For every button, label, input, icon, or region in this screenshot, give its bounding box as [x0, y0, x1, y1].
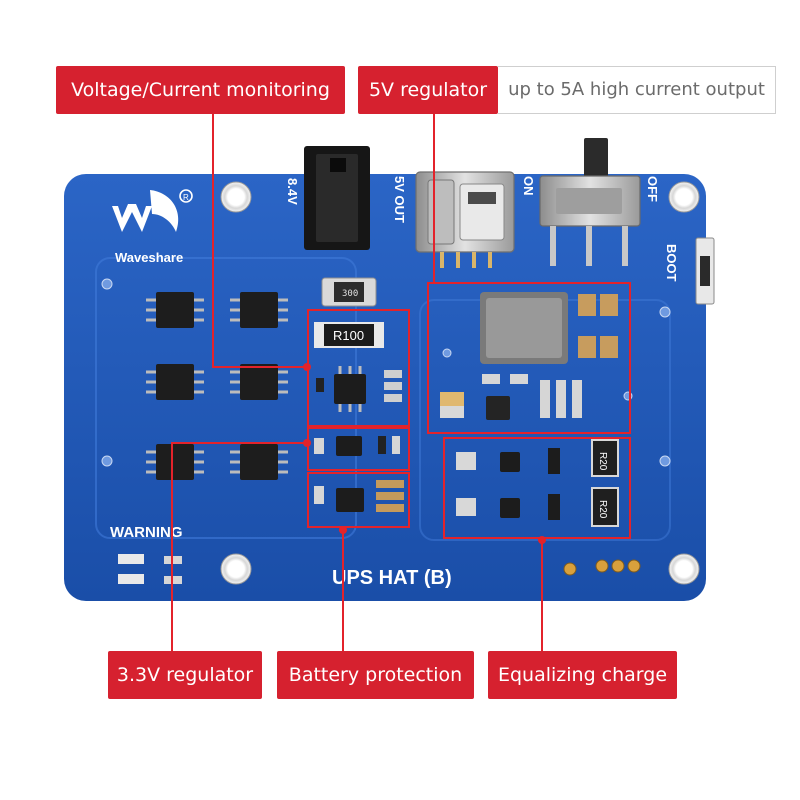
highlight-battery-protection [307, 472, 410, 528]
leader-lines [171, 112, 543, 652]
mounting-holes [220, 181, 700, 585]
battery-protection-components [314, 480, 404, 512]
input-voltage-label: 8.4V [285, 178, 300, 205]
callout-5v-regulator: 5V regulator [358, 66, 498, 114]
protection-ic-array [146, 292, 288, 480]
highlight-equalizing-charge [443, 437, 631, 539]
boot-label: BOOT [664, 244, 679, 282]
leader-dots [303, 363, 546, 544]
board-model-label: UPS HAT (B) [332, 567, 452, 589]
switch-off-label: OFF [645, 176, 660, 202]
callout-equalizing-charge: Equalizing charge [488, 651, 677, 699]
usb-output-label: 5V OUT [392, 176, 407, 223]
power-slide-switch [539, 138, 641, 266]
waveshare-logo: R [112, 189, 193, 232]
shunt-inductor [321, 277, 377, 307]
highlight-3v3-regulator [307, 427, 410, 471]
equalizing-charge-components [456, 439, 619, 527]
callout-battery-protection: Battery protection [277, 651, 474, 699]
callout-3v3-regulator: 3.3V regulator [108, 651, 262, 699]
resistor-marking: R100 [333, 328, 364, 343]
warning-label: WARNING [110, 524, 183, 541]
ldo-components [314, 436, 400, 456]
switch-on-label: ON [521, 176, 536, 196]
highlight-5v-regulator [427, 282, 631, 434]
inductor-marking: 300 [342, 289, 358, 299]
shunt-resistor [314, 322, 384, 348]
svg-text:R: R [183, 193, 189, 202]
resistor-r20-top: R20 [597, 452, 608, 471]
header-pins [563, 559, 641, 576]
brand-label: Waveshare [115, 250, 183, 265]
buck-converter-components [440, 292, 618, 420]
boot-button [695, 237, 715, 305]
resistor-r20-bottom: R20 [597, 500, 608, 519]
callout-voltage-current-monitoring: Voltage/Current monitoring [56, 66, 345, 114]
dc-power-jack [304, 146, 370, 250]
monitor-ic [316, 366, 402, 412]
callout-5v-regulator-note: up to 5A high current output [498, 66, 776, 114]
